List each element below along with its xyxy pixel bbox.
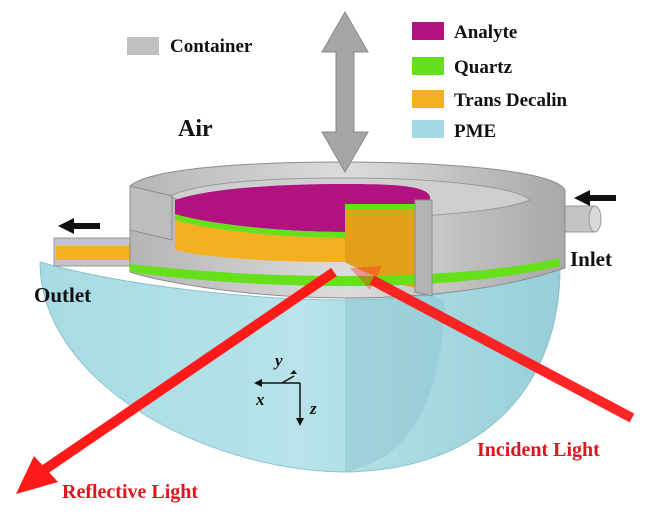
legend-container-label: Container	[170, 36, 253, 57]
legend-quartz-label: Quartz	[454, 57, 513, 78]
legend-analyte-swatch	[412, 22, 444, 40]
legend-container-swatch	[127, 37, 159, 55]
decalin-layer	[175, 220, 345, 262]
outlet-label: Outlet	[34, 283, 91, 307]
legend-pme-swatch	[412, 120, 444, 138]
quartz-layer-right	[345, 204, 428, 210]
container-cut-wall	[414, 199, 433, 297]
incident-light-label: Incident Light	[477, 439, 600, 461]
axis-x-label: x	[255, 390, 265, 409]
legend-decalin-label: Trans Decalin	[454, 90, 568, 111]
vertical-motion-arrow	[321, 10, 369, 174]
legend-decalin-swatch	[412, 90, 444, 108]
inlet-tube-end	[588, 205, 602, 233]
quartz-base-stripe	[130, 258, 560, 286]
legend-analyte-label: Analyte	[454, 22, 517, 43]
reflective-light-label: Reflective Light	[62, 481, 198, 503]
axis-y-label: y	[273, 351, 283, 370]
legend-pme-label: PME	[454, 121, 496, 142]
axis-y-arrowhead	[290, 370, 297, 374]
incident-light-beam	[369, 275, 635, 423]
reflective-light-beam	[41, 267, 337, 475]
inlet-label: Inlet	[570, 247, 612, 271]
quartz-layer	[175, 214, 345, 238]
reflective-light-arrowhead	[16, 456, 58, 494]
container-cut-wall-left	[129, 185, 173, 241]
decalin-layer-right	[345, 210, 428, 290]
pme-cut-face	[345, 262, 445, 472]
air-label: Air	[178, 116, 213, 142]
inlet-flow-arrow	[574, 190, 616, 206]
axis-z-label: z	[309, 399, 317, 418]
axis-x-arrowhead	[254, 379, 262, 387]
incident-light-arrowhead	[350, 266, 382, 290]
axis-z-arrowhead	[296, 418, 304, 426]
legend-quartz-swatch	[412, 57, 444, 75]
outlet-flow-arrow	[58, 218, 100, 234]
analyte-layer	[175, 184, 431, 232]
